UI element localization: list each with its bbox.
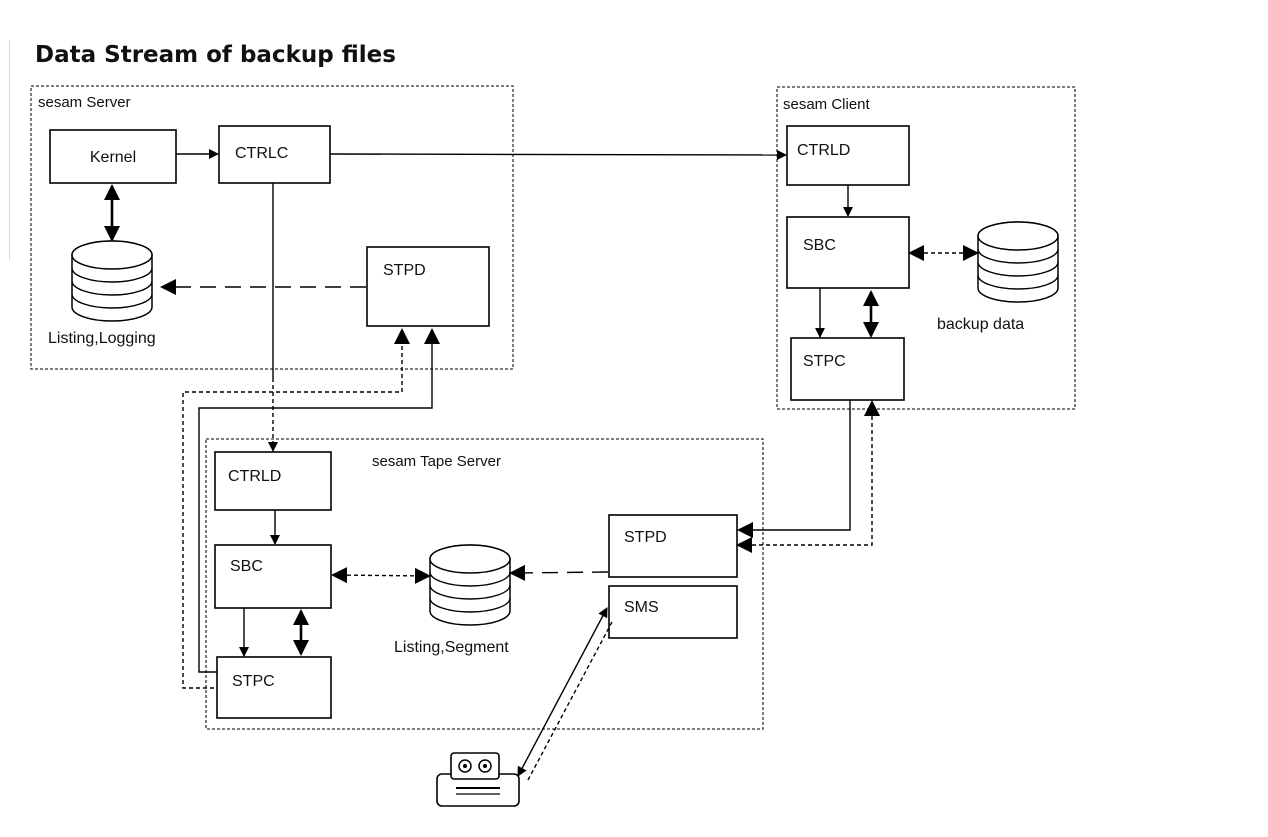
sesam-server-label: sesam Server [38, 94, 131, 111]
server-database-icon: Listing,Logging [48, 240, 156, 347]
tape-sms-node: SMS [608, 585, 738, 639]
server-stpd-label: STPD [383, 262, 426, 279]
client-db-label: backup data [937, 316, 1024, 333]
diagram-title: Data Stream of backup files [35, 42, 396, 68]
sesam-client-group: sesam Client [776, 86, 1076, 410]
client-ctrld-label: CTRLD [797, 142, 850, 159]
sesam-tape-server-group: sesam Tape Server [205, 438, 764, 730]
kernel-label: Kernel [90, 149, 136, 166]
tape-ctrld-node: CTRLD [214, 451, 332, 511]
tape-ctrld-label: CTRLD [228, 468, 281, 485]
tape-stpc-label: STPC [232, 673, 275, 690]
client-sbc-label: SBC [803, 237, 836, 254]
tape-stpc-node: STPC [216, 656, 332, 719]
server-ctrlc-label: CTRLC [235, 145, 288, 162]
tape-database-icon: Listing,Segment [394, 544, 511, 656]
client-stpc-node: STPC [790, 337, 905, 401]
server-stpd-node: STPD [366, 246, 490, 327]
tape-sms-label: SMS [624, 599, 659, 616]
connectors [104, 149, 979, 781]
client-stpc-label: STPC [803, 353, 846, 370]
page-margin-line [9, 40, 10, 260]
tape-drive-icon [436, 752, 520, 807]
tape-sbc-node: SBC [214, 544, 332, 609]
tape-stpd-node: STPD [608, 514, 738, 578]
client-ctrld-node: CTRLD [786, 125, 910, 186]
client-database-icon: backup data [937, 221, 1059, 333]
tape-db-label: Listing,Segment [394, 639, 509, 656]
sesam-server-group: sesam Server [30, 85, 514, 370]
server-db-label: Listing,Logging [48, 330, 156, 347]
server-ctrlc-node: CTRLC [218, 125, 331, 184]
sesam-client-label: sesam Client [783, 96, 871, 113]
tape-sbc-label: SBC [230, 558, 263, 575]
tape-stpd-label: STPD [624, 529, 667, 546]
client-sbc-node: SBC [786, 216, 910, 289]
kernel-node: Kernel [49, 129, 177, 184]
sesam-tape-server-label: sesam Tape Server [372, 453, 501, 470]
